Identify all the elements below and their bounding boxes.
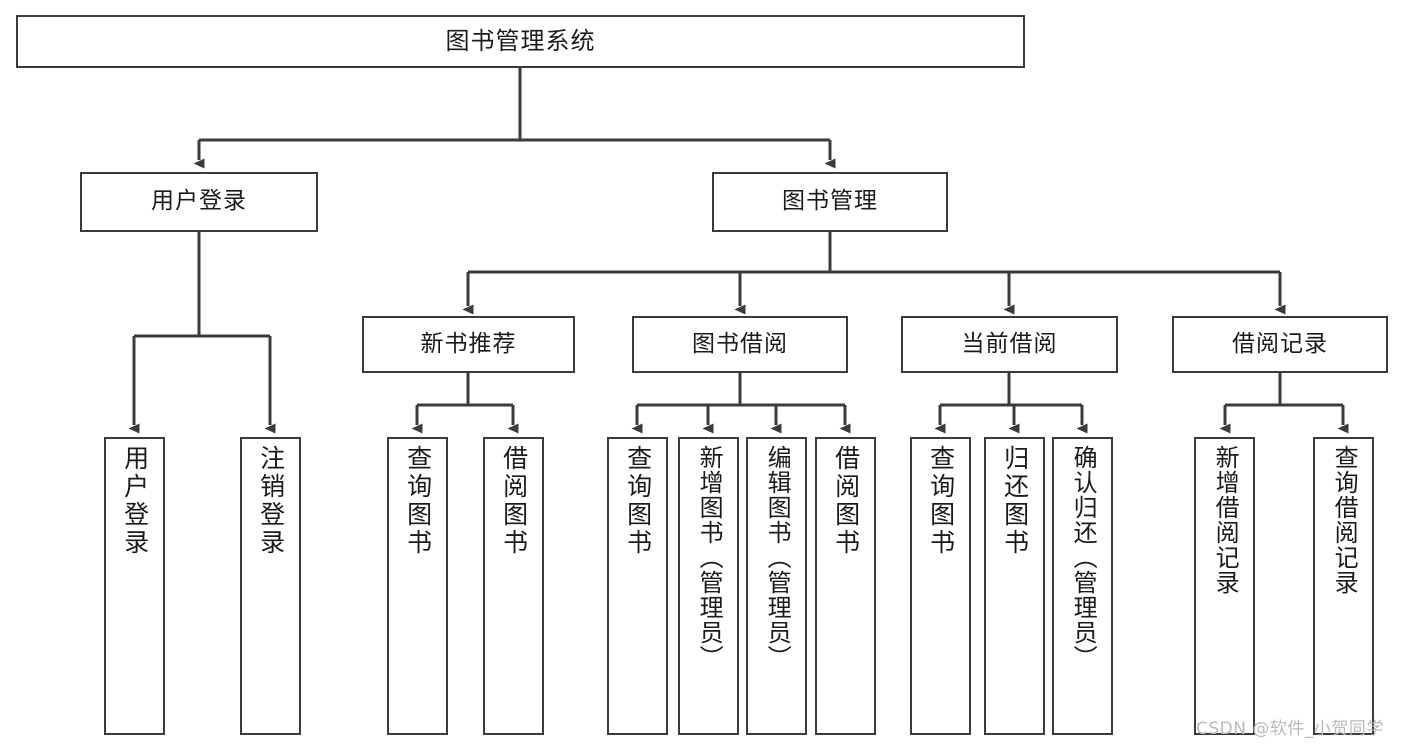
leaf-recommend-borrow-book[interactable]: 借阅图书 xyxy=(483,437,544,735)
node-label: 新增借阅记录 xyxy=(1211,445,1240,595)
node-borrow-record[interactable]: 借阅记录 xyxy=(1172,316,1388,373)
node-label: 借阅记录 xyxy=(1232,330,1328,357)
leaf-borrow-query-book[interactable]: 查询图书 xyxy=(607,437,668,735)
node-label: 查询借阅记录 xyxy=(1330,445,1359,595)
node-label: 图书管理 xyxy=(782,188,878,215)
leaf-borrow-edit-book-admin[interactable]: 编辑图书（管理员） xyxy=(746,437,807,735)
node-label: 借阅图书 xyxy=(831,445,861,557)
leaf-current-confirm-return-admin[interactable]: 确认归还（管理员） xyxy=(1052,437,1113,735)
csdn-watermark: CSDN @软件_小贺同学 xyxy=(1196,719,1384,739)
node-label: 归还图书 xyxy=(1000,445,1030,557)
leaf-record-add-borrow-record[interactable]: 新增借阅记录 xyxy=(1194,437,1255,735)
node-label: 注销登录 xyxy=(256,445,286,557)
node-book-borrow[interactable]: 图书借阅 xyxy=(632,316,848,373)
node-label: 确认归还（管理员） xyxy=(1069,445,1098,670)
node-label: 编辑图书（管理员） xyxy=(763,445,792,670)
leaf-recommend-query-book[interactable]: 查询图书 xyxy=(387,437,448,735)
node-label: 图书借阅 xyxy=(692,330,788,357)
node-book-management[interactable]: 图书管理 xyxy=(712,172,948,232)
node-label: 查询图书 xyxy=(926,445,956,557)
leaf-borrow-add-book-admin[interactable]: 新增图书（管理员） xyxy=(678,437,739,735)
leaf-current-return-book[interactable]: 归还图书 xyxy=(984,437,1045,735)
leaf-current-query-book[interactable]: 查询图书 xyxy=(910,437,971,735)
leaf-record-query-borrow-record[interactable]: 查询借阅记录 xyxy=(1313,437,1374,735)
node-label: 图书管理系统 xyxy=(445,27,596,56)
node-label: 查询图书 xyxy=(623,445,653,557)
node-label: 用户登录 xyxy=(120,445,150,557)
node-label: 借阅图书 xyxy=(499,445,529,557)
node-new-book-recommend[interactable]: 新书推荐 xyxy=(362,316,575,373)
leaf-borrow-borrow-book[interactable]: 借阅图书 xyxy=(815,437,876,735)
node-label: 当前借阅 xyxy=(961,330,1058,357)
node-label: 新增图书（管理员） xyxy=(695,445,724,670)
node-label: 用户登录 xyxy=(151,188,247,215)
node-root-book-management-system[interactable]: 图书管理系统 xyxy=(16,15,1025,68)
node-label: 新书推荐 xyxy=(420,330,517,357)
node-current-borrow[interactable]: 当前借阅 xyxy=(901,316,1118,373)
node-user-login[interactable]: 用户登录 xyxy=(80,172,318,232)
leaf-user-login-login[interactable]: 用户登录 xyxy=(104,437,165,735)
leaf-user-login-logout[interactable]: 注销登录 xyxy=(240,437,301,735)
node-label: 查询图书 xyxy=(403,445,433,557)
